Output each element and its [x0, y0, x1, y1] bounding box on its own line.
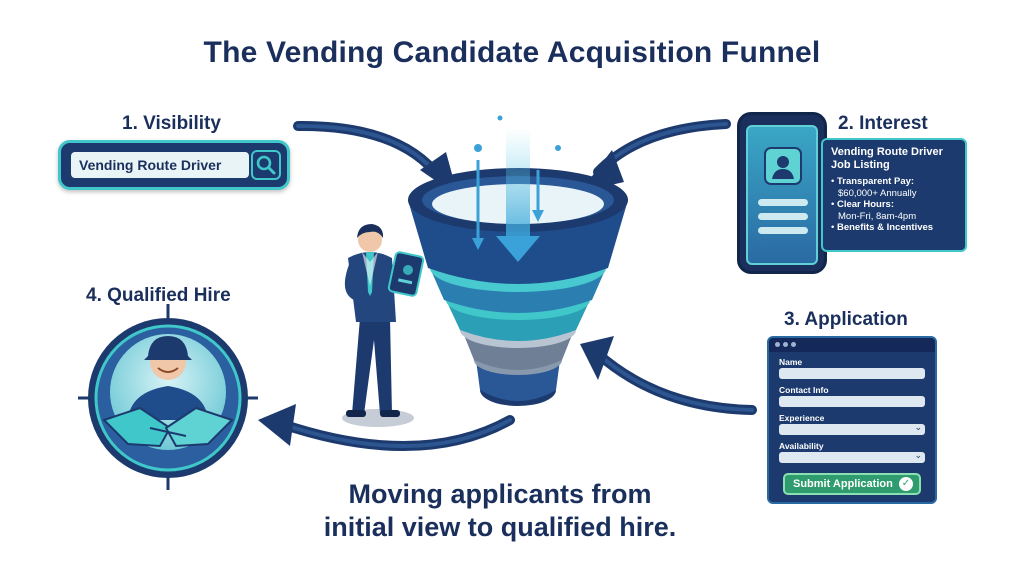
submit-label: Submit Application — [793, 478, 893, 490]
avatar-icon — [128, 336, 208, 420]
job-item-hours-detail: Mon-Fri, 8am-4pm — [838, 210, 917, 222]
field-label-experience: Experience — [779, 413, 825, 423]
chevron-down-icon: ⌄ — [914, 450, 922, 460]
page-title: The Vending Candidate Acquisition Funnel — [203, 36, 821, 69]
caption-line-2: initial view to qualified hire. — [323, 512, 677, 542]
form-title-bar — [769, 338, 935, 352]
job-item-hours: • Clear Hours: — [831, 199, 894, 210]
chevron-down-icon: ⌄ — [914, 422, 922, 432]
job-item-benefits: • Benefits & Incentives — [831, 222, 934, 233]
contact-info-field[interactable] — [779, 396, 925, 407]
handshake-icon — [102, 406, 234, 448]
qualified-hire-badge — [78, 304, 258, 490]
check-icon: ✓ — [899, 477, 913, 491]
caption: Moving applicants from initial view to q… — [290, 478, 710, 544]
phone-text-line — [758, 199, 808, 206]
search-button[interactable] — [251, 150, 281, 180]
phone-screen — [746, 125, 818, 265]
caption-line-1: Moving applicants from — [348, 479, 652, 509]
search-icon — [256, 155, 276, 175]
field-label-contact: Contact Info — [779, 385, 829, 395]
availability-select[interactable]: ⌄ — [779, 450, 925, 463]
name-field[interactable] — [779, 368, 925, 379]
arrow-application-to-funnel — [580, 336, 757, 415]
phone-text-line — [758, 213, 808, 220]
step-qualified-hire-label: 4. Qualified Hire — [86, 285, 231, 306]
tablet-icon — [387, 251, 425, 297]
profile-icon — [764, 147, 802, 185]
step-visibility-label: 1. Visibility — [122, 113, 221, 134]
job-title: Vending Route Driver Job Listing — [831, 146, 943, 171]
job-item-pay: • Transparent Pay: — [831, 176, 915, 187]
step-application-label: 3. Application — [784, 309, 908, 330]
phone-mockup — [737, 112, 827, 274]
funnel-icon — [408, 115, 628, 406]
step-interest-label: 2. Interest — [838, 113, 928, 134]
application-form: Name Contact Info Experience ⌄ Availabil… — [767, 336, 937, 504]
search-box[interactable]: Vending Route Driver — [58, 140, 290, 190]
search-input[interactable]: Vending Route Driver — [69, 150, 251, 180]
phone-text-line — [758, 227, 808, 234]
arrow-funnel-to-hire — [258, 404, 515, 451]
experience-select[interactable]: ⌄ — [779, 422, 925, 435]
businessman-figure — [342, 224, 425, 427]
field-label-availability: Availability — [779, 441, 824, 451]
field-label-name: Name — [779, 357, 803, 367]
job-item-pay-detail: $60,000+ Annually — [838, 187, 917, 199]
job-listing-card[interactable]: Vending Route Driver Job Listing • Trans… — [821, 138, 967, 252]
submit-application-button[interactable]: Submit Application ✓ — [783, 473, 921, 495]
